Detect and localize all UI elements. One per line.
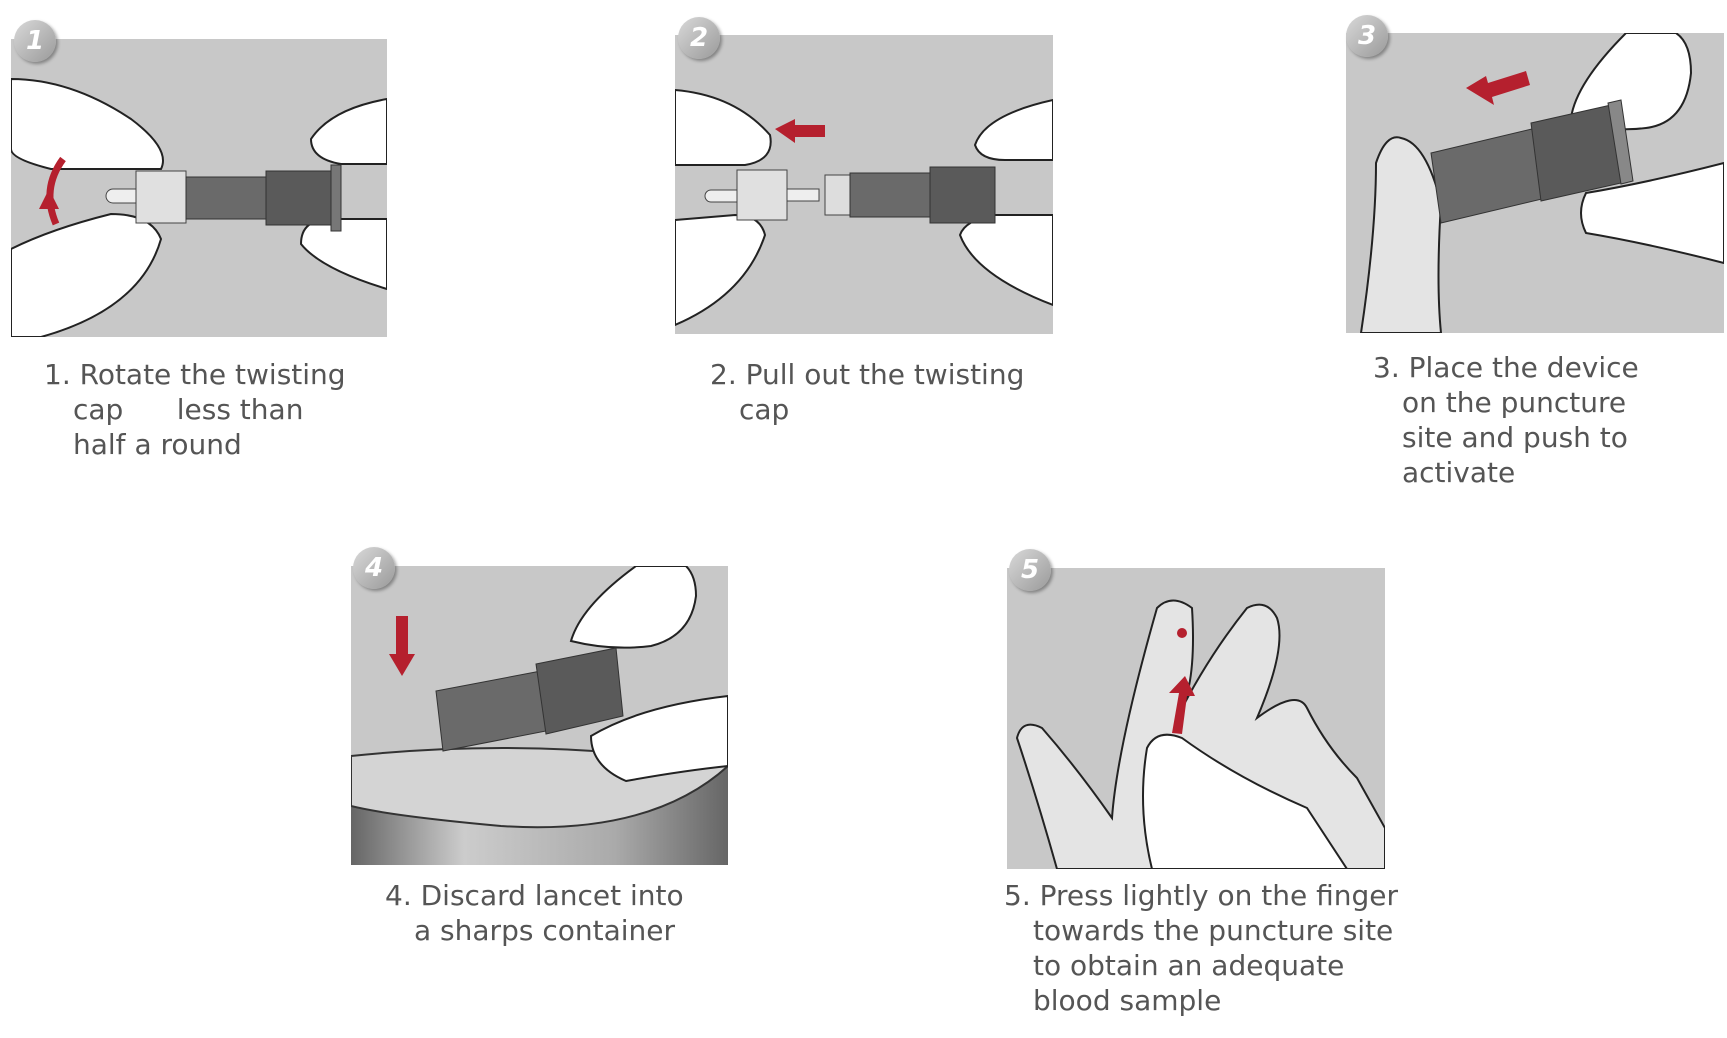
rotate-cap-illustration bbox=[11, 77, 387, 337]
step-2-badge: 2 bbox=[678, 17, 720, 59]
discard-lancet-illustration bbox=[351, 566, 728, 865]
caption-line: 1. Rotate the twisting bbox=[44, 358, 346, 391]
caption-line: on the puncture bbox=[1402, 386, 1627, 419]
caption-line: 2. Pull out the twisting bbox=[710, 358, 1025, 391]
caption-line: cap bbox=[739, 393, 790, 426]
step-1-illustration bbox=[11, 39, 387, 337]
caption-line: site and push to bbox=[1402, 421, 1628, 454]
step-3-illustration bbox=[1346, 33, 1724, 333]
pull-cap-illustration bbox=[675, 88, 1053, 327]
step-5-caption: 5. Press lightly on the finger towards t… bbox=[1004, 878, 1398, 1018]
step-5-badge: 5 bbox=[1009, 549, 1051, 591]
step-1-caption: 1. Rotate the twisting cap less than hal… bbox=[44, 357, 346, 462]
step-4-illustration bbox=[351, 566, 728, 865]
caption-line: cap less than bbox=[73, 393, 304, 426]
step-5-illustration bbox=[1007, 568, 1385, 869]
caption-line: activate bbox=[1402, 456, 1516, 489]
caption-line: a sharps container bbox=[414, 914, 675, 947]
step-4-badge: 4 bbox=[353, 547, 395, 589]
step-3-badge: 3 bbox=[1346, 15, 1388, 57]
press-finger-illustration bbox=[1015, 599, 1385, 869]
caption-line: 4. Discard lancet into bbox=[385, 879, 684, 912]
caption-line: half a round bbox=[73, 428, 242, 461]
step-1-badge: 1 bbox=[14, 20, 56, 62]
caption-line: towards the puncture site bbox=[1033, 914, 1394, 947]
step-4-caption: 4. Discard lancet into a sharps containe… bbox=[385, 878, 684, 948]
step-2-caption: 2. Pull out the twisting cap bbox=[710, 357, 1024, 427]
caption-line: to obtain an adequate bbox=[1033, 949, 1345, 982]
step-2-illustration bbox=[675, 35, 1053, 334]
caption-line: 3. Place the device bbox=[1373, 351, 1639, 384]
step-3-caption: 3. Place the device on the puncture site… bbox=[1373, 350, 1639, 490]
caption-line: blood sample bbox=[1033, 984, 1222, 1017]
place-device-illustration bbox=[1359, 33, 1724, 333]
caption-line: 5. Press lightly on the finger bbox=[1004, 879, 1399, 912]
